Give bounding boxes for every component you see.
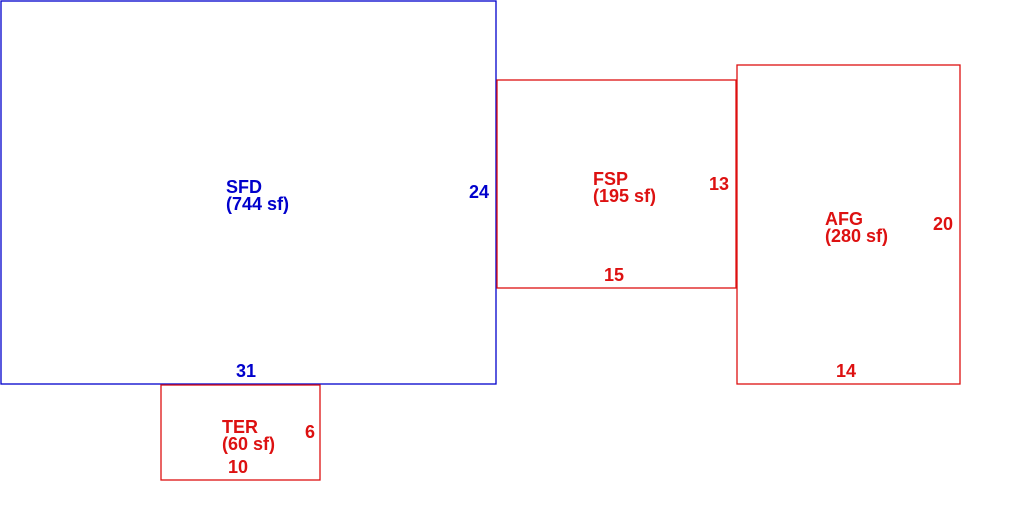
area-size-afg: (280 sf) [825, 226, 888, 246]
area-size-fsp: (195 sf) [593, 186, 656, 206]
dimension-fsp-right: 13 [709, 174, 729, 194]
area-outline-ter [160, 384, 321, 481]
area-size-sfd: (744 sf) [226, 194, 289, 214]
area-code-afg: AFG [825, 209, 863, 229]
area-code-fsp: FSP [593, 169, 628, 189]
area-outline-afg [736, 64, 961, 385]
area-code-sfd: SFD [226, 177, 262, 197]
area-size-ter: (60 sf) [222, 434, 275, 454]
area-outline-fsp [496, 79, 737, 289]
dimension-fsp-bottom: 15 [604, 265, 624, 285]
area-outline-sfd [0, 0, 497, 385]
dimension-ter-bottom: 10 [228, 457, 248, 477]
dimension-afg-right: 20 [933, 214, 953, 234]
dimension-afg-bottom: 14 [836, 361, 856, 381]
dimension-sfd-bottom: 31 [236, 361, 256, 381]
dimension-ter-right: 6 [305, 422, 315, 442]
area-code-ter: TER [222, 417, 258, 437]
dimension-sfd-right: 24 [469, 182, 489, 202]
